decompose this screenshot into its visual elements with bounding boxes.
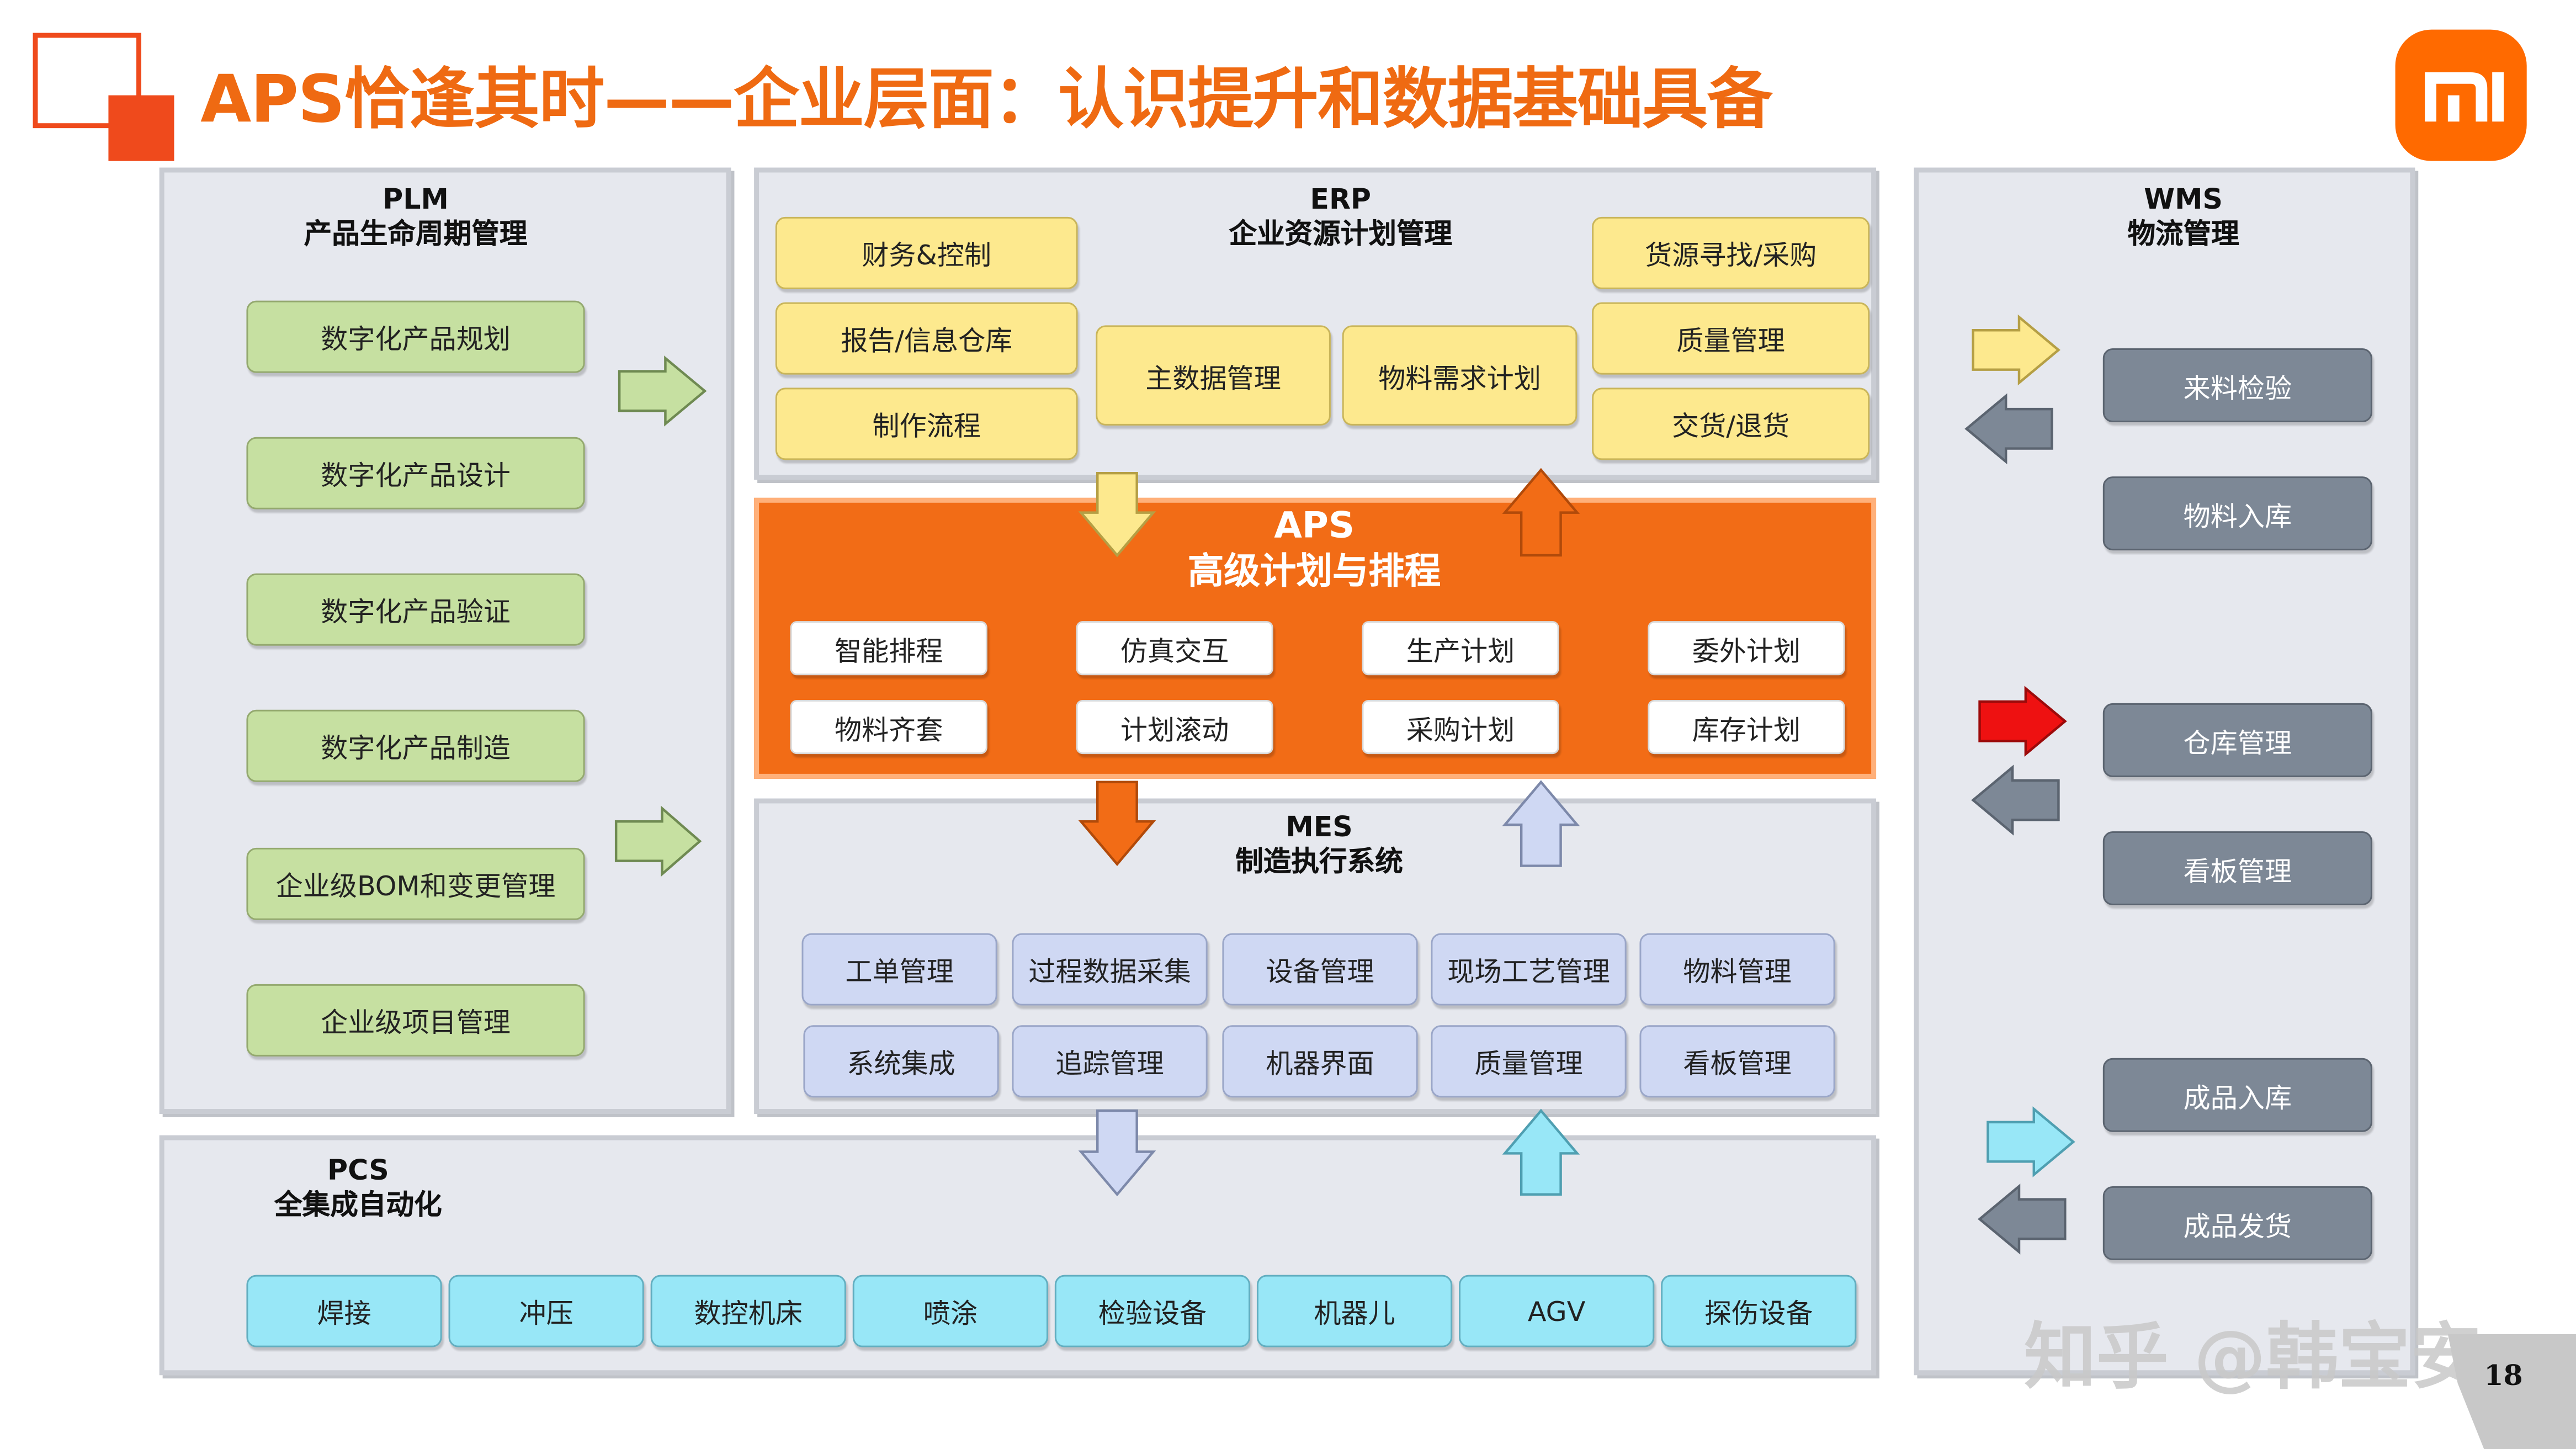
xiaomi-logo-icon (2395, 29, 2527, 161)
wms-subtitle: 物流管理 (2127, 218, 2239, 252)
mes-item: 工单管理 (801, 933, 997, 1006)
arrow-up-icon (1502, 468, 1580, 557)
arrow-down-icon (1078, 1109, 1156, 1197)
arrow-down-icon (1078, 471, 1156, 558)
pcs-header: PCS 全集成自动化 (246, 1155, 470, 1224)
mes-item: 系统集成 (803, 1025, 999, 1098)
watermark: 知乎 @韩宝安 (2023, 1316, 2483, 1400)
page-title: APS恰逢其时——企业层面：认识提升和数据基础具备 (200, 62, 1773, 139)
erp-item: 货源寻找/采购 (1592, 216, 1870, 289)
arrow-left-icon (1964, 393, 2053, 465)
arrow-right-icon (1987, 1106, 2075, 1177)
page-corner-shape (2447, 1334, 2576, 1449)
aps-item: 计划滚动 (1076, 699, 1273, 755)
plm-subtitle: 产品生命周期管理 (304, 218, 528, 252)
wms-item: 看板管理 (2102, 831, 2372, 905)
arrow-right-icon (618, 355, 707, 427)
plm-item: 数字化产品设计 (246, 437, 585, 509)
erp-subtitle: 企业资源计划管理 (1229, 218, 1453, 252)
corner-logo-outline (33, 33, 141, 129)
arrow-up-icon (1502, 780, 1580, 867)
aps-item: 仿真交互 (1076, 621, 1273, 676)
page-number: 18 (2484, 1360, 2523, 1393)
mes-item: 过程数据采集 (1012, 933, 1208, 1006)
pcs-item: 冲压 (448, 1275, 644, 1347)
aps-subtitle: 高级计划与排程 (1187, 552, 1441, 593)
pcs-item: 喷涂 (852, 1275, 1048, 1347)
erp-item: 主数据管理 (1096, 325, 1331, 426)
arrow-right-icon (1972, 314, 2060, 386)
aps-item: 采购计划 (1362, 699, 1559, 755)
arrow-left-icon (1971, 765, 2060, 836)
plm-name: PLM (383, 184, 449, 217)
wms-name: WMS (2144, 184, 2223, 217)
mes-name: MES (1286, 811, 1353, 845)
erp-header: ERP 企业资源计划管理 (1176, 184, 1505, 253)
pcs-subtitle: 全集成自动化 (274, 1189, 442, 1223)
wms-item: 物料入库 (2102, 476, 2372, 551)
mes-item: 质量管理 (1431, 1025, 1627, 1098)
aps-item: 库存计划 (1648, 699, 1845, 755)
mes-header: MES 制造执行系统 (1155, 811, 1483, 880)
mes-item: 追踪管理 (1012, 1025, 1208, 1098)
erp-item: 质量管理 (1592, 302, 1870, 375)
aps-item: 智能排程 (790, 621, 987, 676)
wms-item: 仓库管理 (2102, 703, 2372, 777)
wms-item: 成品发货 (2102, 1186, 2372, 1260)
plm-item: 数字化产品制造 (246, 709, 585, 782)
aps-name: APS (1274, 506, 1355, 548)
plm-item: 企业级BOM和变更管理 (246, 847, 585, 920)
aps-item: 生产计划 (1362, 621, 1559, 676)
aps-item: 物料齐套 (790, 699, 987, 755)
pcs-item: 探伤设备 (1661, 1275, 1857, 1347)
pcs-item: 检验设备 (1054, 1275, 1251, 1347)
plm-item: 数字化产品规划 (246, 300, 585, 373)
erp-item: 制作流程 (775, 388, 1078, 460)
mes-item: 物料管理 (1639, 933, 1835, 1006)
wms-item: 来料检验 (2102, 348, 2372, 422)
mes-item: 看板管理 (1639, 1025, 1835, 1098)
wms-header: WMS 物流管理 (2019, 184, 2347, 253)
aps-item: 委外计划 (1648, 621, 1845, 676)
plm-item: 企业级项目管理 (246, 984, 585, 1057)
pcs-item: 数控机床 (650, 1275, 846, 1347)
erp-item: 物料需求计划 (1342, 325, 1578, 426)
erp-name: ERP (1310, 184, 1372, 217)
erp-item: 报告/信息仓库 (775, 302, 1078, 375)
corner-logo-square (108, 95, 174, 161)
aps-header: APS 高级计划与排程 (1150, 505, 1478, 597)
pcs-name: PCS (327, 1155, 389, 1188)
pcs-item: AGV (1459, 1275, 1655, 1347)
arrow-up-icon (1502, 1108, 1580, 1196)
plm-header: PLM 产品生命周期管理 (160, 184, 672, 253)
mes-item: 现场工艺管理 (1431, 933, 1627, 1006)
erp-item: 交货/退货 (1592, 388, 1870, 460)
mes-item: 机器界面 (1222, 1025, 1418, 1098)
erp-item: 财务&控制 (775, 216, 1078, 289)
pcs-item: 焊接 (246, 1275, 442, 1347)
mes-item: 设备管理 (1222, 933, 1418, 1006)
arrow-right-icon (614, 805, 702, 877)
wms-item: 成品入库 (2102, 1058, 2372, 1132)
mes-subtitle: 制造执行系统 (1235, 846, 1403, 879)
arrow-down-icon (1078, 781, 1156, 867)
arrow-left-icon (1978, 1183, 2067, 1255)
plm-item: 数字化产品验证 (246, 573, 585, 646)
pcs-item: 机器儿 (1256, 1275, 1453, 1347)
arrow-right-icon (1978, 686, 2067, 757)
